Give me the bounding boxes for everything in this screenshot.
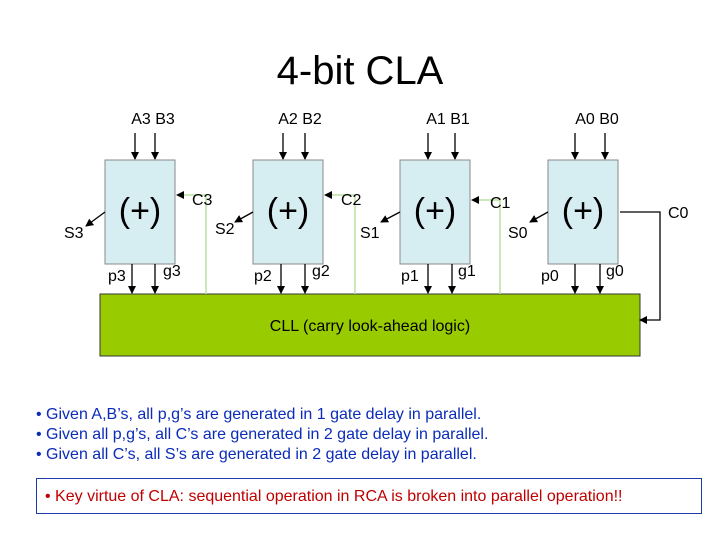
stage-0-carry: C0 xyxy=(668,205,689,222)
c0-wire xyxy=(620,211,661,324)
stage-3-p: p3 xyxy=(108,268,126,285)
stage-2-g: g2 xyxy=(312,263,330,280)
stage-1-p: p1 xyxy=(401,268,419,285)
stage-3: A3 B3 (+) S3 p3 g3 C3 xyxy=(64,111,213,294)
stage-1-inputs: A1 B1 xyxy=(426,111,470,128)
stage-0-block xyxy=(547,159,619,265)
stage-1-carry: C1 xyxy=(490,195,511,212)
key-point-box: Key virtue of CLA: sequential operation … xyxy=(36,478,702,514)
stage-2-xor: (+) xyxy=(267,192,310,230)
stage-0-xor: (+) xyxy=(562,192,605,230)
stage-3-block xyxy=(104,159,176,265)
stage-3-inputs: A3 B3 xyxy=(131,111,175,128)
stage-2-p: p2 xyxy=(254,268,272,285)
stage-3-g: g3 xyxy=(163,263,181,280)
stage-0-sum-arrow xyxy=(529,211,549,223)
stage-3-sum: S3 xyxy=(64,225,84,242)
bullet-item: Given A,B’s, all p,g’s are generated in … xyxy=(36,405,488,425)
stage-3-carry: C3 xyxy=(192,192,213,209)
stage-2-inputs: A2 B2 xyxy=(278,111,322,128)
stage-1-sum: S1 xyxy=(360,225,380,242)
stage-3-xor: (+) xyxy=(119,192,162,230)
stage-1: A1 B1 (+) S1 p1 g1 C1 xyxy=(360,111,511,294)
bullet-list: Given A,B’s, all p,g’s are generated in … xyxy=(36,405,488,465)
stage-0-inputs: A0 B0 xyxy=(575,111,619,128)
carry-1-wire xyxy=(471,196,501,294)
cll-label: CLL (carry look-ahead logic) xyxy=(270,318,470,335)
stage-0-p: p0 xyxy=(541,268,559,285)
stage-2-block xyxy=(252,159,324,265)
stage-1-g: g1 xyxy=(458,263,476,280)
bullet-item: Given all C’s, all S’s are generated in … xyxy=(36,445,488,465)
stage-2-sum: S2 xyxy=(215,221,235,238)
bullet-item: Given all p,g’s, all C’s are generated i… xyxy=(36,425,488,445)
stage-2-carry: C2 xyxy=(341,192,362,209)
stage-1-sum-arrow xyxy=(380,211,401,223)
cll-block xyxy=(99,293,641,357)
page-title: 4-bit CLA xyxy=(277,49,444,93)
stage-0-g: g0 xyxy=(606,263,624,280)
stage-2: A2 B2 (+) S2 p2 g2 C2 xyxy=(215,111,362,294)
stage-1-xor: (+) xyxy=(414,192,457,230)
stage-0: A0 B0 (+) S0 p0 g0 C0 xyxy=(508,111,689,294)
carry-3-wire xyxy=(176,191,207,294)
stage-3-sum-arrow xyxy=(85,211,106,227)
stage-0-sum: S0 xyxy=(508,225,528,242)
stage-2-sum-arrow xyxy=(234,211,254,223)
carry-2-wire xyxy=(324,191,356,294)
